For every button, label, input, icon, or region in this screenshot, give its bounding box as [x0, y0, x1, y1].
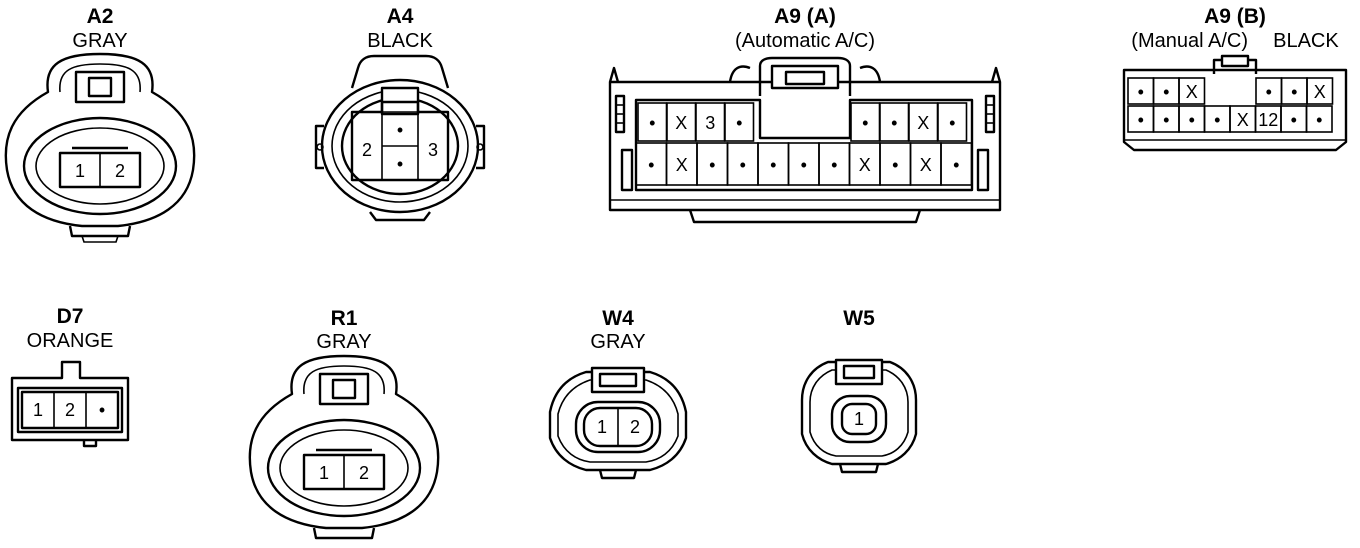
connector-code: A4 [386, 5, 414, 28]
pin-label: 1 [597, 417, 607, 437]
connector-w5-pins: 1 [854, 409, 864, 429]
connector-d7-pins: 1 2 • [33, 400, 105, 420]
connector-code: R1 [330, 307, 358, 330]
pin-label: 2 [630, 417, 640, 437]
pin-label: X [1237, 110, 1249, 130]
pin-label: • [1291, 110, 1297, 130]
pin-label: • [831, 155, 837, 175]
connector-w5: W5 1 [794, 300, 924, 480]
pin-label: • [99, 400, 105, 420]
connector-a4-pins: • 2 • 3 [362, 120, 438, 174]
pin-cell [937, 102, 968, 142]
pin-label: • [709, 155, 715, 175]
pin-label: X [1314, 82, 1326, 102]
connector-a4: A4 BLACK • 2 • 3 [300, 0, 500, 222]
connector-color: ORANGE [26, 330, 114, 352]
pin-label: 2 [359, 463, 369, 483]
pin-label: 3 [428, 140, 438, 160]
pin-label: • [953, 155, 959, 175]
connector-d7-drawing [10, 360, 130, 448]
connector-code: A2 [86, 5, 114, 28]
pin-label: • [1189, 110, 1195, 130]
pin-label: 2 [65, 400, 75, 420]
pin-label: 2 [362, 140, 372, 160]
pin-cell [1306, 77, 1334, 105]
connector-a4-drawing [314, 54, 486, 222]
pin-cell [1305, 105, 1333, 133]
connector-code: A9 (A) [774, 5, 836, 28]
pin-label: 3 [705, 113, 715, 133]
connector-color: GRAY [316, 331, 372, 353]
pin-label: 2 [115, 161, 125, 181]
pin-label: 1 [854, 409, 864, 429]
pin-label: • [397, 154, 403, 174]
pin-label: • [801, 155, 807, 175]
connector-code: A9 (B) [1204, 5, 1266, 28]
pin-label: 1 [33, 400, 43, 420]
connector-r1: R1 GRAY 1 2 [244, 300, 444, 548]
pin-label: • [736, 113, 742, 133]
pin-label: • [648, 155, 654, 175]
pin-label: X [1186, 82, 1198, 102]
connector-a2: A2 GRAY 1 2 [0, 0, 200, 250]
pin-label: • [649, 113, 655, 133]
pin-label: • [740, 155, 746, 175]
connector-code: W5 [843, 307, 875, 330]
connector-w4-pins: 1 2 [597, 417, 640, 437]
pin-cell [1178, 77, 1206, 105]
connector-w4-drawing [548, 366, 688, 480]
pin-label: X [859, 155, 871, 175]
pin-cell [724, 102, 755, 142]
pin-label: X [676, 155, 688, 175]
connector-subtitle: (Manual A/C) [1131, 30, 1248, 52]
pin-label: 1 [75, 161, 85, 181]
connector-w4: W4 GRAY 1 2 [540, 300, 696, 480]
connector-r1-drawing [248, 354, 440, 540]
connector-code: D7 [56, 305, 84, 328]
connector-a9b-drawing: • • X • • X • • • • X 12 • • [1122, 54, 1348, 152]
pin-label: • [1138, 110, 1144, 130]
pin-label: • [770, 155, 776, 175]
connector-r1-pins: 1 2 [319, 463, 369, 483]
pin-label: • [1291, 82, 1297, 102]
pin-label: • [1138, 82, 1144, 102]
pin-label: X [917, 113, 929, 133]
pin-label: 12 [1258, 110, 1278, 130]
pin-label: • [949, 113, 955, 133]
connector-code: W4 [602, 307, 634, 330]
pin-label: • [891, 113, 897, 133]
pin-label: • [1316, 110, 1322, 130]
pin-label: • [862, 113, 868, 133]
pin-label: X [675, 113, 687, 133]
connector-w5-drawing [800, 358, 918, 474]
connector-color: BLACK [367, 30, 433, 52]
pin-label: • [892, 155, 898, 175]
pin-grid: • • X • • X • • • • X 12 • • [1127, 77, 1334, 133]
pin-label: • [1163, 82, 1169, 102]
pin-label: • [1163, 110, 1169, 130]
connector-color: BLACK [1273, 30, 1339, 52]
pin-label: • [1266, 82, 1272, 102]
pin-cell [940, 142, 973, 186]
connector-a2-drawing [4, 52, 196, 243]
connector-color: GRAY [72, 30, 128, 52]
pin-label: X [920, 155, 932, 175]
connector-a2-pins: 1 2 [75, 161, 125, 181]
connector-color: GRAY [590, 331, 646, 353]
pin-label: 1 [319, 463, 329, 483]
connector-subtitle: (Automatic A/C) [734, 30, 876, 52]
connector-d7: D7 ORANGE 1 2 • [0, 300, 140, 450]
pin-label: • [397, 120, 403, 140]
pin-label: • [1214, 110, 1220, 130]
